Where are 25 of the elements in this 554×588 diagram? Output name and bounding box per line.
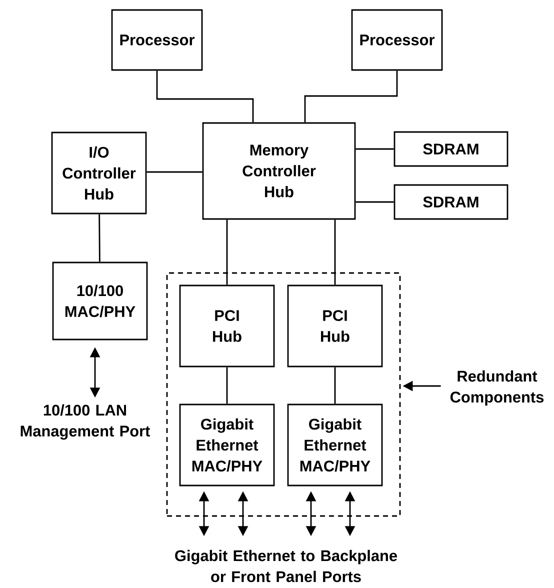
text-label: 10/100 LAN Management Port: [20, 404, 150, 440]
component-box: Gigabit Ethernet MAC/PHY: [179, 404, 275, 486]
connector-line: [304, 70, 398, 122]
component-box: PCI Hub: [287, 284, 383, 368]
component-box: Gigabit Ethernet MAC/PHY: [287, 404, 383, 486]
component-box: PCI Hub: [179, 284, 275, 368]
connector-line: [156, 70, 254, 122]
component-box: Processor: [351, 9, 443, 71]
component-box: 10/100 MAC/PHY: [52, 262, 148, 340]
text-label: Gigabit Ethernet to Backplane or Front Panel Ports: [175, 550, 397, 582]
component-box: SDRAM: [394, 131, 508, 167]
connector-line: [334, 367, 336, 404]
text-label: Redundant Components: [450, 370, 544, 406]
connector-line: [334, 220, 336, 285]
group-outline: [166, 272, 401, 517]
connector-line: [146, 171, 202, 173]
component-box: SDRAM: [394, 184, 508, 220]
component-box: Memory Controller Hub: [202, 122, 356, 220]
component-box: I/O Controller Hub: [51, 132, 147, 214]
connector-line: [226, 220, 228, 285]
connector-line: [98, 214, 100, 262]
component-box: Processor: [111, 9, 203, 71]
connector-line: [356, 201, 394, 203]
connector-line: [356, 148, 394, 150]
connector-line: [226, 367, 228, 404]
